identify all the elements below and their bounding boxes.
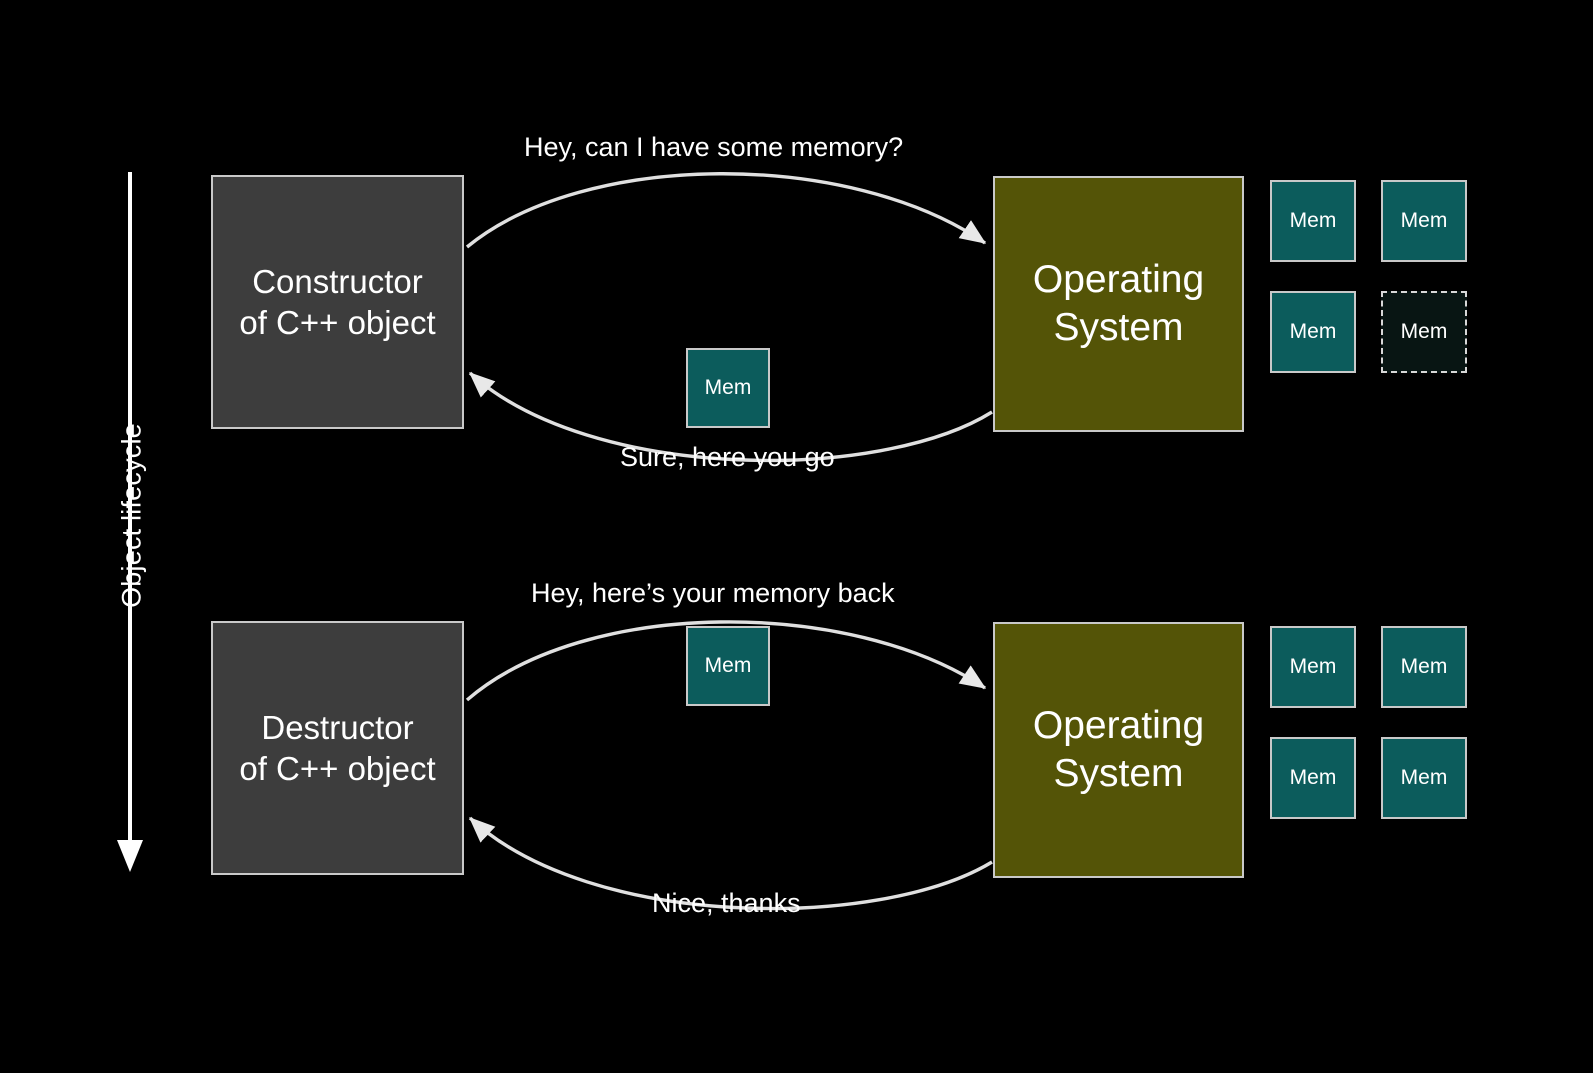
- os-mem-label-4-destruction: Mem: [1400, 766, 1448, 789]
- constructor-title-line2: of C++ object: [239, 304, 436, 341]
- os-mem-label-2-destruction: Mem: [1400, 655, 1448, 678]
- constructor-box: Constructor of C++ object: [211, 175, 464, 429]
- response-message-destruction: Nice, thanks: [652, 888, 801, 918]
- os-mem-label-3-construction: Mem: [1289, 320, 1337, 343]
- request-arrow-construction: [465, 172, 987, 249]
- os-mem-block-1-construction: Mem: [1270, 180, 1356, 262]
- operating-system-box-construction: Operating System: [993, 176, 1244, 432]
- os-mem-block-2-destruction: Mem: [1381, 626, 1467, 708]
- transit-mem-block-destruction: Mem: [686, 626, 770, 706]
- object-lifecycle-label: Object lifecycle: [116, 423, 147, 608]
- os-title-line1-destruction: Operating: [1032, 704, 1205, 748]
- destructor-title-line2: of C++ object: [239, 750, 436, 787]
- request-message-construction: Hey, can I have some memory?: [524, 132, 904, 162]
- os-mem-block-3-destruction: Mem: [1270, 737, 1356, 819]
- os-mem-block-4-construction-free: Mem: [1381, 291, 1467, 373]
- response-message-construction: Sure, here you go: [620, 442, 835, 472]
- request-message-destruction: Hey, here’s your memory back: [531, 578, 895, 608]
- os-mem-label-1-construction: Mem: [1289, 209, 1337, 232]
- destructor-box: Destructor of C++ object: [211, 621, 464, 875]
- os-title-line1-construction: Operating: [1032, 258, 1205, 302]
- constructor-title-line1: Constructor: [252, 262, 423, 300]
- os-mem-label-4-construction: Mem: [1400, 320, 1448, 343]
- os-mem-block-4-destruction: Mem: [1381, 737, 1467, 819]
- operating-system-box-destruction: Operating System: [993, 622, 1244, 878]
- os-mem-label-3-destruction: Mem: [1289, 766, 1337, 789]
- os-mem-block-3-construction: Mem: [1270, 291, 1356, 373]
- os-mem-block-2-construction: Mem: [1381, 180, 1467, 262]
- os-mem-label-1-destruction: Mem: [1289, 655, 1337, 678]
- object-lifecycle-axis: Object lifecycle: [108, 170, 168, 870]
- transit-mem-label-construction: Mem: [704, 376, 752, 399]
- os-mem-block-1-destruction: Mem: [1270, 626, 1356, 708]
- transit-mem-block-construction: Mem: [686, 348, 770, 428]
- destructor-title-line1: Destructor: [261, 708, 414, 746]
- os-mem-label-2-construction: Mem: [1400, 209, 1448, 232]
- transit-mem-label-destruction: Mem: [704, 654, 752, 677]
- os-title-line2-construction: System: [1053, 306, 1184, 349]
- os-title-line2-destruction: System: [1053, 752, 1184, 795]
